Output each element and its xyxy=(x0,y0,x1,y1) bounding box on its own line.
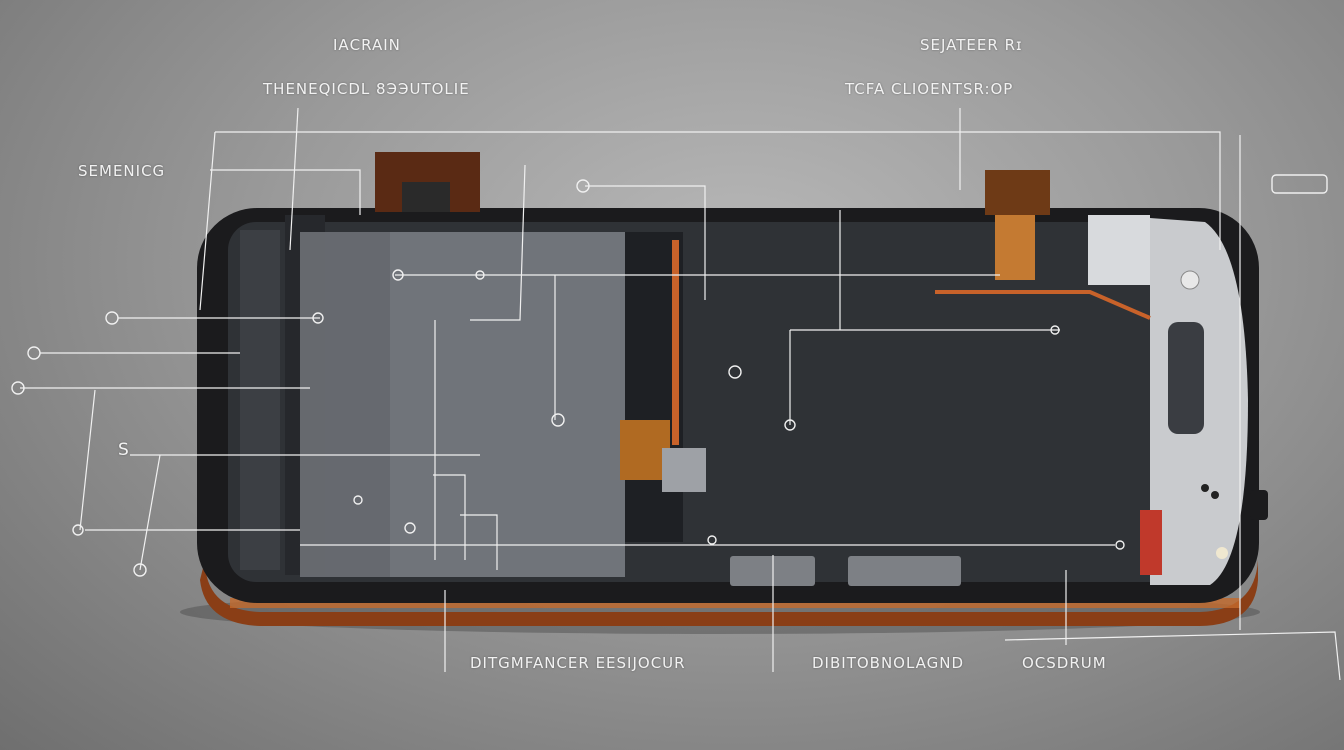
copper-trace-vertical xyxy=(672,240,679,445)
corner-marker-box xyxy=(1271,174,1328,194)
top-right-flex xyxy=(985,170,1050,215)
label-bottom-left: DITGMFANCER ЕЕSIJOCUR xyxy=(470,654,686,672)
label-small-s: S xyxy=(118,440,130,460)
copper-trace-top xyxy=(935,290,1151,320)
battery-edge xyxy=(300,232,390,577)
top-left-chip xyxy=(402,182,450,212)
right-hole-1 xyxy=(1201,484,1209,492)
right-slot xyxy=(1168,322,1204,434)
left-rail xyxy=(240,230,280,570)
chip-grey xyxy=(662,448,706,492)
right-light xyxy=(1216,547,1228,559)
label-bottom-mid: DIBITOBNOLAGND xyxy=(812,654,965,672)
label-top-right-title: SEJATEER Rɪ xyxy=(920,36,1023,54)
right-bracket xyxy=(1088,215,1150,285)
right-screw xyxy=(1180,270,1200,290)
label-top-left-sub: THENEQICDL 8ЭЭUTOLIE xyxy=(263,80,470,98)
label-top-right-sub: TCFA CLIOENTSR:OP xyxy=(845,80,1014,98)
side-button xyxy=(1250,490,1268,520)
copper-edge xyxy=(200,560,1258,626)
callout-lines xyxy=(20,107,1341,681)
label-bottom-right: OCSDRUM xyxy=(1022,654,1107,672)
label-top-left-title: ΙΑCRAIN xyxy=(333,36,401,54)
callout-dots xyxy=(11,179,1125,577)
red-connector xyxy=(1140,510,1162,575)
bottom-module-2 xyxy=(848,556,961,586)
chip-orange xyxy=(620,420,670,480)
top-right-cable xyxy=(995,215,1035,280)
right-hole-2 xyxy=(1211,491,1219,499)
label-left-side: SEMENICG xyxy=(78,162,166,180)
